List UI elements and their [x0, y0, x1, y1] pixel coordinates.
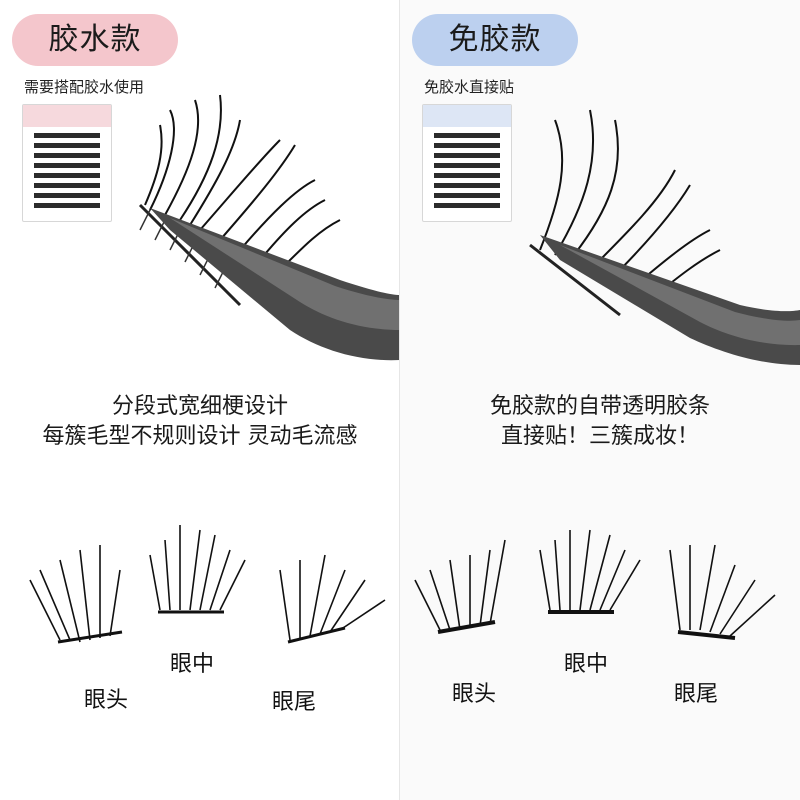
- glue-free-label-tail: 眼尾: [674, 682, 719, 707]
- glue-free-description: 免胶款的自带透明胶条 直接贴！三簇成妆！: [400, 392, 800, 452]
- glue-lash-segments-image: [29, 525, 386, 644]
- glue-free-desc-line2: 直接贴！三簇成妆！: [500, 424, 699, 449]
- glue-label-middle: 眼中: [170, 652, 215, 677]
- glue-type-note: 需要搭配胶水使用: [24, 78, 145, 96]
- glue-type-panel: 胶水款 需要搭配胶水使用: [0, 14, 400, 715]
- glue-free-title-badge: 免胶款: [412, 14, 578, 66]
- glue-free-label-middle: 眼中: [564, 652, 609, 677]
- glue-lash-tweezer-photo: [138, 94, 400, 361]
- glue-label-tail: 眼尾: [272, 690, 317, 715]
- glue-type-desc-line2: 每簇毛型不规则设计 灵动毛流感: [42, 424, 358, 449]
- glue-free-label-head: 眼头: [452, 682, 497, 707]
- glue-type-desc-line1: 分段式宽细梗设计: [111, 394, 288, 419]
- glue-free-lash-tweezer-photo: [529, 109, 800, 365]
- glue-free-note: 免胶水直接贴: [424, 78, 515, 96]
- glue-type-title-badge: 胶水款: [12, 14, 178, 66]
- glue-free-desc-line1: 免胶款的自带透明胶条: [489, 394, 710, 419]
- glue-free-product-box-image: [422, 104, 512, 222]
- glue-free-panel: 免胶款 免胶水直接贴: [400, 0, 800, 800]
- glue-label-head: 眼头: [84, 688, 129, 713]
- glue-type-product-box-image: [22, 104, 112, 222]
- glue-free-lash-segments-image: [414, 529, 776, 640]
- glue-type-description: 分段式宽细梗设计 每簇毛型不规则设计 灵动毛流感: [0, 392, 400, 452]
